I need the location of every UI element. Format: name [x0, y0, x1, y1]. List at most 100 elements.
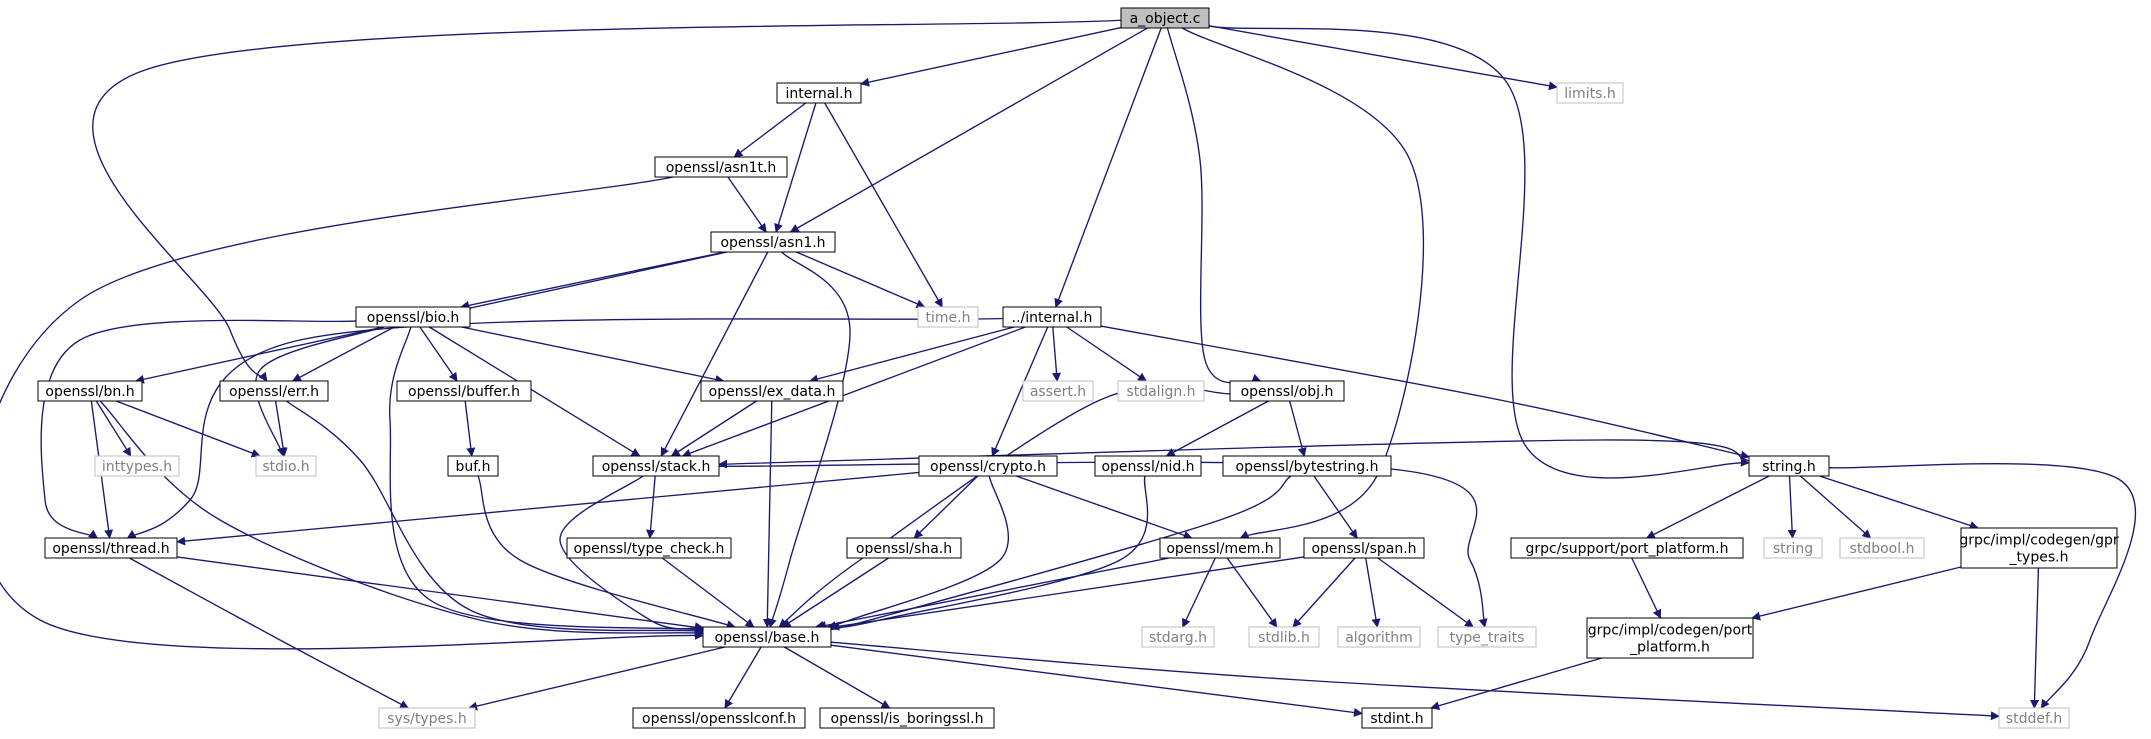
edge-string-h-to-grpc-impl-codegen-gpr-types-h [1819, 475, 1979, 530]
node-internal-h[interactable]: internal.h [776, 82, 862, 104]
node-box [1117, 380, 1205, 402]
edge-openssl-obj-h-to-openssl-bytestring-h [1289, 400, 1307, 457]
node-a-object-c[interactable]: a_object.c [1120, 7, 1210, 29]
node-openssl-type-check-h[interactable]: openssl/type_check.h [566, 537, 732, 559]
node-grpc-impl-codegen-gpr-types-h[interactable]: grpc/impl/codegen/gpr_types.h [1959, 527, 2119, 569]
node-openssl-ex-data-h[interactable]: openssl/ex_data.h [700, 380, 844, 402]
node-label: internal.h [785, 86, 852, 102]
node-buf-h[interactable]: buf.h [447, 455, 499, 477]
node-label: openssl/asn1.h [720, 235, 825, 251]
edge-openssl-bio-h-to-stdio-h [254, 326, 385, 457]
edge-openssl-mem-h-to-stdarg-h [1182, 557, 1216, 628]
node-string-h[interactable]: string.h [1748, 455, 1830, 477]
node-dotdot-internal-h[interactable]: ../internal.h [1002, 306, 1102, 328]
node-box [566, 537, 732, 559]
edge-openssl-asn1-h-to-time-h [796, 251, 926, 308]
node-algorithm: algorithm [1337, 626, 1421, 648]
node-openssl-bio-h[interactable]: openssl/bio.h [355, 306, 471, 328]
edge-openssl-base-h-to-openssl-is-boringssl-h [783, 646, 891, 709]
edge-openssl-base-h-to-stddef-h [830, 641, 2000, 721]
edge-openssl-bio-h-to-openssl-base-h [389, 326, 704, 634]
node-stdarg-h: stdarg.h [1141, 626, 1215, 648]
edge-openssl-obj-h-to-openssl-nid-h [1165, 400, 1269, 457]
node-box [1094, 455, 1202, 477]
node-box [447, 455, 499, 477]
node-openssl-nid-h[interactable]: openssl/nid.h [1094, 455, 1202, 477]
edge-string-h-to-grpc-support-port-platform-h [1645, 475, 1770, 539]
node-openssl-obj-h[interactable]: openssl/obj.h [1229, 380, 1345, 402]
edge-a-object-c-to-string-h [1208, 25, 1750, 479]
node-box [1586, 617, 1754, 659]
edge-openssl-span-h-to-algorithm [1365, 557, 1381, 628]
edge-openssl-asn1-h-to-openssl-base-h [767, 251, 851, 628]
node-label: ../internal.h [1012, 310, 1093, 326]
edge-openssl-thread-h-to-sys-types-h [129, 557, 409, 709]
node-label: stdint.h [1370, 711, 1423, 727]
edge-dotdot-internal-h-to-openssl-crypto-h [991, 326, 1049, 457]
node-label: algorithm [1345, 630, 1413, 646]
edge-openssl-bytestring-h-to-openssl-span-h [1313, 475, 1358, 539]
edge-grpc-impl-codegen-port-platform-h-to-stdint-h [1430, 657, 1602, 711]
node-box [1002, 306, 1102, 328]
node-box [1998, 707, 2070, 729]
node-openssl-err-h[interactable]: openssl/err.h [219, 380, 329, 402]
node-openssl-opensslconf-h[interactable]: openssl/opensslconf.h [632, 707, 806, 729]
node-time-h: time.h [917, 306, 979, 328]
node-box [1159, 537, 1281, 559]
edge-openssl-err-h-to-stdio-h [274, 400, 288, 457]
node-grpc-impl-codegen-port-platform-h[interactable]: grpc/impl/codegen/port_platform.h [1586, 617, 1754, 659]
node-openssl-span-h[interactable]: openssl/span.h [1303, 537, 1425, 559]
edge-openssl-base-h-to-openssl-opensslconf-h [724, 646, 762, 709]
node-label: stdio.h [262, 459, 309, 475]
node-label: openssl/mem.h [1166, 541, 1273, 557]
node-label: openssl/nid.h [1101, 459, 1194, 475]
node-openssl-mem-h[interactable]: openssl/mem.h [1159, 537, 1281, 559]
node-box [592, 455, 720, 477]
edge-dotdot-internal-h-to-openssl-ex-data-h [808, 326, 1015, 384]
node-box [846, 537, 962, 559]
node-openssl-sha-h[interactable]: openssl/sha.h [846, 537, 962, 559]
node-label: stddef.h [2006, 711, 2062, 727]
node-box [1022, 380, 1094, 402]
edge-openssl-asn1t-h-to-openssl-asn1-h [727, 176, 767, 233]
edge-dotdot-internal-h-to-stdalign-h [1066, 326, 1148, 382]
node-limits-h: limits.h [1556, 82, 1624, 104]
edge-string-h-to-openssl-stack-h [718, 439, 1750, 469]
node-stdint-h[interactable]: stdint.h [1361, 707, 1433, 729]
node-openssl-stack-h[interactable]: openssl/stack.h [592, 455, 720, 477]
node-box [1361, 707, 1433, 729]
node-openssl-crypto-h[interactable]: openssl/crypto.h [918, 455, 1058, 477]
node-grpc-support-port-platform-h[interactable]: grpc/support/port_platform.h [1510, 537, 1744, 559]
node-box [702, 626, 832, 648]
edge-openssl-asn1-h-to-openssl-stack-h [660, 251, 769, 457]
edge-openssl-mem-h-to-stdlib-h [1226, 557, 1278, 628]
edge-string-h-to-stdbool-h [1799, 475, 1872, 539]
edge-internal-h-to-time-h [824, 102, 943, 308]
node-openssl-buffer-h[interactable]: openssl/buffer.h [396, 380, 532, 402]
edge-internal-h-to-openssl-asn1t-h [733, 102, 807, 158]
node-box [255, 455, 317, 477]
edge-buf-h-to-openssl-base-h [477, 475, 736, 629]
node-label: openssl/span.h [1311, 541, 1416, 557]
node-box [1510, 537, 1744, 559]
node-box [1303, 537, 1425, 559]
edge-openssl-span-h-to-type-traits [1377, 557, 1474, 628]
node-label: limits.h [1564, 86, 1615, 102]
edge-openssl-span-h-to-stdlib-h [1292, 557, 1356, 628]
edge-internal-h-to-openssl-asn1-h [774, 102, 817, 233]
node-label: inttypes.h [102, 459, 172, 475]
node-label: openssl/ex_data.h [709, 384, 836, 400]
node-openssl-asn1t-h[interactable]: openssl/asn1t.h [654, 156, 788, 178]
node-openssl-bytestring-h[interactable]: openssl/bytestring.h [1222, 455, 1392, 477]
node-label: openssl/buffer.h [408, 384, 520, 400]
node-openssl-asn1-h[interactable]: openssl/asn1.h [710, 231, 836, 253]
node-box [710, 231, 836, 253]
node-box [44, 537, 178, 559]
node-openssl-base-h[interactable]: openssl/base.h [702, 626, 832, 648]
edge-grpc-support-port-platform-h-to-grpc-impl-codegen-port-platform-h [1631, 557, 1662, 619]
node-openssl-bn-h[interactable]: openssl/bn.h [37, 380, 143, 402]
node-openssl-is-boringssl-h[interactable]: openssl/is_boringssl.h [819, 707, 995, 729]
edge-openssl-thread-h-to-openssl-base-h [176, 556, 704, 632]
node-openssl-thread-h[interactable]: openssl/thread.h [44, 537, 178, 559]
edge-openssl-asn1-h-to-openssl-bio-h [460, 251, 726, 310]
